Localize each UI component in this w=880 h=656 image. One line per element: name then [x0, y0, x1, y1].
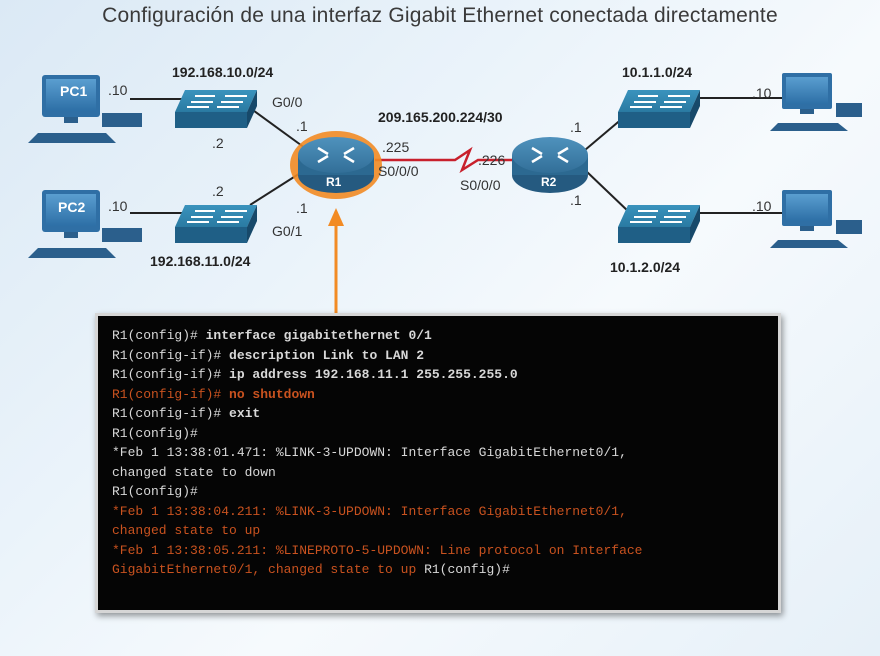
r2-lan2-network: 10.1.2.0/24 — [610, 259, 680, 275]
lan2-network: 192.168.11.0/24 — [150, 253, 251, 269]
r2-lan1-network: 10.1.1.0/24 — [622, 64, 692, 80]
pc2-label: PC2 — [58, 199, 85, 215]
link-r2-sw4 — [584, 169, 631, 214]
r1-s000-label: S0/0/0 — [378, 163, 419, 179]
r2-s000-label: S0/0/0 — [460, 177, 501, 193]
r1-g00-label: G0/0 — [272, 94, 303, 110]
pc1-icon — [28, 75, 142, 143]
r1-label: R1 — [326, 175, 342, 189]
r1-g01-addr: .1 — [296, 200, 308, 216]
terminal-line: R1(config)# interface gigabitethernet 0/… — [112, 326, 764, 346]
terminal-prompt: GigabitEthernet0/1, changed state to up — [112, 562, 425, 577]
terminal-prompt-tail: R1(config)# — [424, 562, 510, 577]
pc2-host-addr: .10 — [108, 198, 128, 214]
terminal-prompt: R1(config-if)# — [112, 367, 230, 382]
r2-s000-addr: .226 — [478, 152, 505, 168]
pc-icon — [770, 73, 862, 131]
lan1-network: 192.168.10.0/24 — [172, 64, 273, 80]
r2-sw1-addr: .1 — [570, 119, 582, 135]
r1-g00-addr: .1 — [296, 118, 308, 134]
pc2-icon — [28, 190, 142, 258]
pc1-host-addr: .10 — [108, 82, 128, 98]
terminal-line: R1(config-if)# exit — [112, 404, 764, 424]
terminal-command: exit — [229, 406, 261, 421]
terminal-prompt: *Feb 1 13:38:01.471: %LINK-3-UPDOWN: Int… — [112, 445, 627, 460]
r2-pc1-host-addr: .10 — [752, 85, 772, 101]
arrow-head-icon — [328, 208, 344, 226]
wan-network: 209.165.200.224/30 — [378, 109, 503, 125]
terminal-line: R1(config-if)# description Link to LAN 2 — [112, 346, 764, 366]
terminal-command: description Link to LAN 2 — [229, 347, 425, 363]
router-r1-icon — [290, 131, 382, 199]
terminal-prompt: changed state to up — [112, 523, 261, 538]
terminal-line: GigabitEthernet0/1, changed state to up … — [112, 560, 764, 580]
terminal-line: *Feb 1 13:38:01.471: %LINK-3-UPDOWN: Int… — [112, 443, 764, 463]
terminal-prompt: R1(config-if)# — [112, 347, 230, 363]
terminal-line: *Feb 1 13:38:04.211: %LINK-3-UPDOWN: Int… — [112, 502, 764, 522]
r1-g01-label: G0/1 — [272, 223, 303, 239]
terminal-prompt: *Feb 1 13:38:04.211: %LINK-3-UPDOWN: Int… — [112, 503, 627, 519]
terminal-prompt: R1(config)# — [112, 425, 198, 441]
terminal-line: *Feb 1 13:38:05.211: %LINEPROTO-5-UPDOWN… — [112, 541, 764, 561]
terminal-line: R1(config)# — [112, 424, 764, 444]
switch-icon — [175, 205, 257, 243]
terminal-line: R1(config-if)# ip address 192.168.11.1 2… — [112, 365, 764, 385]
sw1-host-addr: .2 — [212, 135, 224, 151]
r2-label: R2 — [541, 175, 557, 189]
r2-pc2-host-addr: .10 — [752, 198, 772, 214]
terminal-line: R1(config)# — [112, 482, 764, 502]
terminal-prompt: R1(config)# — [112, 484, 198, 499]
r2-sw2-addr: .1 — [570, 192, 582, 208]
serial-link — [375, 146, 515, 174]
router-r2-icon — [512, 137, 588, 193]
link-sw1-r1 — [249, 107, 306, 149]
switch-icon — [175, 90, 257, 128]
switch-icon — [618, 90, 700, 128]
sw2-host-addr: .2 — [212, 183, 224, 199]
terminal-command: interface gigabitethernet 0/1 — [205, 328, 432, 343]
terminal-prompt: R1(config-if)# — [112, 406, 230, 421]
cli-terminal: R1(config)# interface gigabitethernet 0/… — [95, 313, 781, 613]
terminal-command: ip address 192.168.11.1 255.255.255.0 — [229, 367, 518, 382]
diagram-title: Configuración de una interfaz Gigabit Et… — [102, 4, 778, 27]
terminal-prompt: R1(config)# — [112, 328, 206, 343]
terminal-prompt: R1(config-if)# — [112, 386, 230, 402]
terminal-line: R1(config-if)# no shutdown — [112, 385, 764, 405]
pc1-label: PC1 — [60, 83, 87, 99]
terminal-prompt: *Feb 1 13:38:05.211: %LINEPROTO-5-UPDOWN… — [112, 542, 643, 558]
terminal-line: changed state to up — [112, 521, 764, 541]
terminal-command: no shutdown — [229, 386, 315, 402]
switch-icon — [618, 205, 700, 243]
r1-s000-addr: .225 — [382, 139, 409, 155]
terminal-prompt: changed state to down — [112, 464, 276, 480]
pc-icon — [770, 190, 862, 248]
terminal-line: changed state to down — [112, 463, 764, 483]
